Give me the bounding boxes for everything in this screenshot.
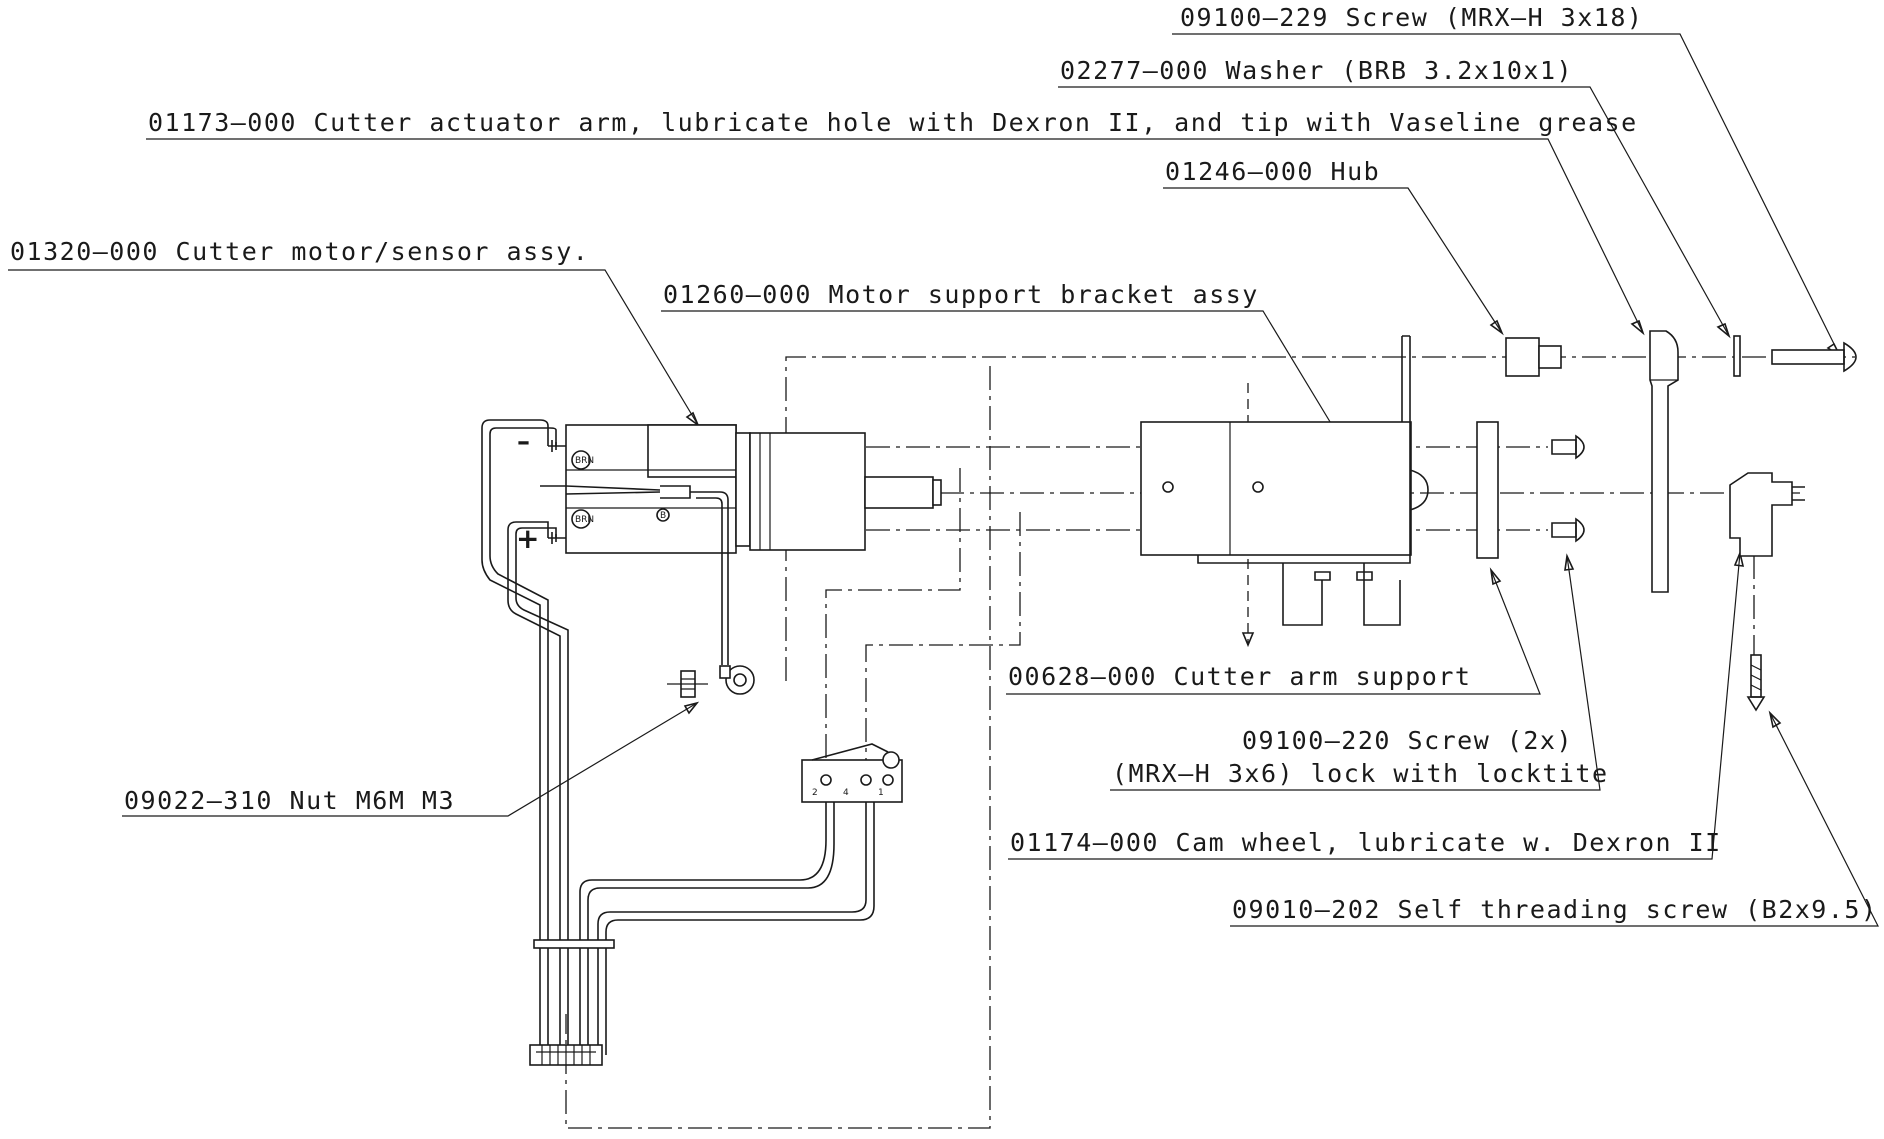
nut-m6m: [667, 670, 708, 698]
motor-marking-top: BRN: [575, 456, 594, 466]
washer: [1733, 335, 1741, 377]
sensor-marking: B: [660, 511, 666, 521]
cam-wheel: [1729, 472, 1805, 557]
label-cutter-arm-support: 00628–000 Cutter arm support: [1008, 662, 1471, 691]
wire-harness: [481, 419, 875, 1066]
motor-marking-bottom: BRN: [575, 515, 594, 525]
self-threading-screw: [1746, 654, 1766, 712]
switch-pin-2: 2: [812, 788, 818, 798]
label-cutter-motor-sensor: 01320–000 Cutter motor/sensor assy.: [10, 237, 589, 266]
label-cutter-actuator-arm: 01173–000 Cutter actuator arm, lubricate…: [148, 108, 1638, 137]
micro-switch: 2 4 1: [801, 743, 903, 803]
screw-3x18: [1771, 341, 1857, 373]
cutter-motor-sensor-assembly: BRN BRN B – +: [516, 424, 942, 555]
label-motor-support-bracket: 01260–000 Motor support bracket assy: [663, 280, 1259, 309]
label-screw-2x-line2: (MRX–H 3x6) lock with locktite: [1112, 759, 1609, 788]
motor-minus-symbol: –: [517, 427, 530, 457]
label-cam-wheel: 01174–000 Cam wheel, lubricate w. Dexron…: [1010, 828, 1722, 857]
label-self-threading-screw: 09010–202 Self threading screw (B2x9.5): [1232, 895, 1878, 924]
switch-pin-1: 1: [878, 788, 884, 798]
screws-2x: [1551, 434, 1585, 543]
cutter-actuator-arm: [1649, 330, 1679, 593]
cutter-arm-support-plate: [1476, 421, 1499, 559]
label-hub: 01246–000 Hub: [1165, 157, 1380, 186]
leader-lines: [8, 33, 1879, 927]
motor-plus-symbol: +: [516, 522, 539, 555]
motor-support-bracket: [1140, 335, 1429, 626]
hub: [1505, 337, 1562, 377]
label-nut-m6m: 09022–310 Nut M6M M3: [124, 786, 455, 815]
switch-pin-4: 4: [843, 788, 849, 798]
label-screw-mrx-3x18: 09100–229 Screw (MRX–H 3x18): [1180, 3, 1643, 32]
label-screw-2x-line1: 09100–220 Screw (2x): [1242, 726, 1573, 755]
label-washer-brb: 02277–000 Washer (BRB 3.2x10x1): [1060, 56, 1573, 85]
